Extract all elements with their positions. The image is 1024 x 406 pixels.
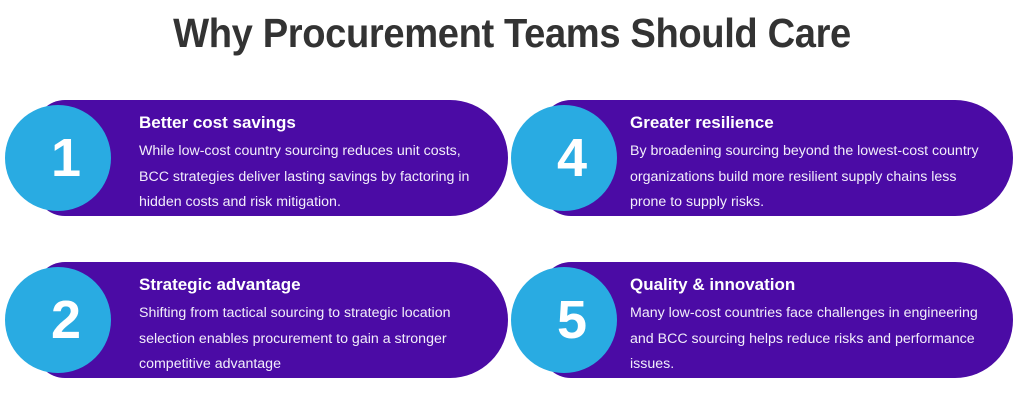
card-5-number-circle: 5 bbox=[511, 267, 617, 373]
card-1-body: While low-cost country sourcing reduces … bbox=[139, 143, 470, 210]
card-4-heading: Greater resilience bbox=[630, 113, 774, 132]
card-4-number-circle: 4 bbox=[511, 105, 617, 211]
card-2-body: Shifting from tactical sourcing to strat… bbox=[139, 305, 451, 372]
card-4: 4 Greater resilience By broadening sourc… bbox=[511, 100, 1013, 216]
card-1-heading: Better cost savings bbox=[139, 113, 296, 132]
card-1-text: Better cost savings While low-cost count… bbox=[139, 112, 482, 216]
card-2-number-circle: 2 bbox=[5, 267, 111, 373]
card-5-text: Quality & innovation Many low-cost count… bbox=[630, 274, 987, 378]
card-2: 2 Strategic advantage Shifting from tact… bbox=[5, 262, 508, 378]
page-title: Why Procurement Teams Should Care bbox=[173, 10, 851, 56]
card-5: 5 Quality & innovation Many low-cost cou… bbox=[511, 262, 1013, 378]
card-2-heading: Strategic advantage bbox=[139, 275, 301, 294]
card-1: 1 Better cost savings While low-cost cou… bbox=[5, 100, 508, 216]
card-1-number: 1 bbox=[50, 128, 82, 188]
card-5-number: 5 bbox=[556, 290, 588, 350]
card-4-body: By broadening sourcing beyond the lowest… bbox=[630, 143, 979, 210]
card-4-pill bbox=[541, 100, 1013, 216]
card-5-body: Many low-cost countries face challenges … bbox=[630, 305, 978, 372]
card-4-number: 4 bbox=[556, 128, 588, 188]
card-5-heading: Quality & innovation bbox=[630, 275, 796, 294]
card-1-number-circle: 1 bbox=[5, 105, 111, 211]
card-5-pill bbox=[541, 262, 1013, 378]
card-2-number: 2 bbox=[50, 290, 82, 350]
card-1-pill bbox=[35, 100, 508, 216]
card-4-text: Greater resilience By broadening sourcin… bbox=[630, 112, 987, 216]
card-2-pill bbox=[35, 262, 508, 378]
card-2-text: Strategic advantage Shifting from tactic… bbox=[139, 274, 482, 378]
